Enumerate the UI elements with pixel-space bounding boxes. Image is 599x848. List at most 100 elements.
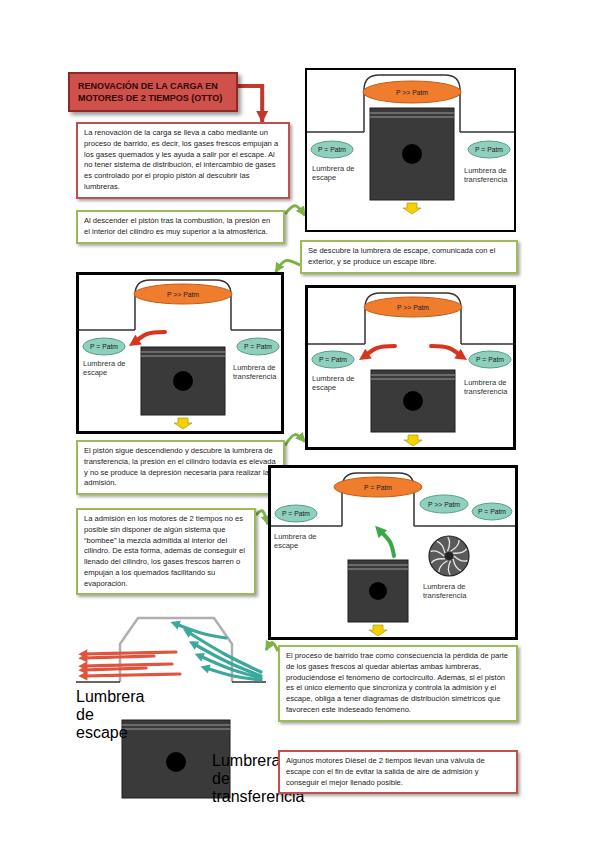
ellipse-shape (468, 141, 510, 158)
flow-connector (266, 643, 278, 652)
body-text: Algunos motores Diésel de 2 tiempos llev… (286, 756, 510, 788)
port-label: Lumbrera de escape (274, 532, 324, 550)
pressure-ellipse: P >> Patm (133, 283, 233, 305)
text-box: Se descubre la lumbrera de escape, comun… (300, 240, 518, 274)
flow-arrow (365, 346, 395, 356)
pump-blade (437, 541, 445, 553)
pump-blade (447, 537, 449, 551)
flow-arrow (84, 674, 180, 676)
flow-arrow (84, 664, 172, 666)
piston-motion-arrow (404, 435, 422, 446)
flow-arrow (431, 346, 461, 356)
piston (371, 370, 455, 432)
port-label: Lumbrera de transferencia (233, 363, 283, 381)
text-box: La admisión en los motores de 2 tiempos … (76, 508, 256, 595)
flow-connector (276, 260, 300, 272)
ellipse-shape (420, 495, 468, 513)
engine-panel: P >> Patm P = Patm P = PatmLumbrera de esc… (305, 285, 516, 450)
port-label: Lumbrera de escape (312, 164, 358, 182)
flow-arrowhead (195, 653, 205, 662)
pump-blade (439, 561, 448, 572)
flow-arrowhead (171, 621, 181, 630)
title-box: RENOVACIÓN DE LA CARGA EN MOTORES DE 2 T… (68, 72, 238, 112)
flow-arrowhead (200, 664, 210, 673)
pressure-ellipse: P = Patm (311, 350, 355, 369)
flow-arrowhead (454, 349, 467, 360)
pressure-label: P >> Patm (396, 89, 428, 96)
piston-ring (348, 569, 408, 570)
title-text: RENOVACIÓN DE LA CARGA EN MOTORES DE 2 T… (78, 80, 228, 104)
flow-arrowhead (375, 526, 387, 538)
piston (370, 108, 454, 200)
piston-motion-arrow (174, 418, 192, 429)
piston-pin (166, 752, 186, 772)
body-text: El proceso de barrido trae como consecue… (286, 651, 510, 716)
ellipse-shape (83, 338, 125, 355)
piston-pin (369, 582, 387, 600)
piston-ring (122, 725, 230, 726)
ellipse-shape (312, 351, 354, 368)
ellipse-shape (472, 503, 512, 520)
port-label: Lumbrera de transferencia (212, 752, 266, 806)
ellipse-shape (311, 141, 353, 158)
flow-arrow (194, 644, 261, 676)
engine-figure: Lumbrera de escapeLumbrera de transferen… (76, 612, 266, 802)
pressure-label: P = Patm (478, 508, 506, 515)
piston-motion-arrow (403, 203, 421, 214)
flow-arrowhead (189, 641, 199, 649)
piston-pin (403, 391, 423, 411)
pressure-label: P = Patm (318, 146, 346, 153)
engine-panel: P >> PatmP = PatmP = PatmLumbrera de esc… (76, 272, 284, 434)
pressure-ellipse: P = Patm (468, 350, 512, 369)
body-text: Se descubre la lumbrera de escape, comun… (308, 246, 510, 268)
piston-motion-arrow (369, 625, 387, 636)
piston (141, 347, 225, 415)
flow-arrowhead (78, 653, 87, 662)
flow-arrowhead (78, 665, 87, 674)
cylinder-head (365, 293, 461, 344)
pump-blade (454, 556, 467, 561)
engine-panel: P = PatmP = PatmP >> PatmP = PatmLumbrer… (268, 465, 518, 640)
piston-ring (141, 352, 225, 353)
piston-pin (402, 144, 422, 164)
flow-arrow (84, 656, 154, 658)
pressure-ellipse: P >> Patm (419, 494, 469, 514)
body-text: Al descender el pistón tras la combustió… (84, 216, 277, 238)
ellipse-shape (334, 477, 422, 497)
text-box: Al descender el pistón tras la combustió… (76, 210, 285, 244)
ellipse-shape (275, 505, 317, 522)
piston-ring (370, 117, 454, 118)
port-label: Lumbrera de escape (312, 374, 360, 392)
piston-ring (370, 113, 454, 114)
flow-arrow (176, 624, 226, 638)
pressure-ellipse: P = Patm (467, 140, 511, 159)
pump-hub (445, 552, 453, 560)
pressure-label: P >> Patm (397, 304, 429, 311)
pump-blade (453, 549, 467, 553)
pressure-label: P = Patm (364, 484, 392, 491)
engine-panel: P >> Patm P = Patm P = PatmLumbrera de esc… (305, 68, 516, 232)
text-box: La renovación de la carga se lleva a cab… (76, 122, 290, 199)
flow-connector (285, 435, 305, 446)
port-wall (79, 329, 281, 331)
port-label: Lumbrera de escape (76, 688, 118, 742)
piston-ring (371, 375, 455, 376)
piston-ring (371, 379, 455, 380)
pressure-label: P = Patm (476, 356, 504, 363)
text-box: El proceso de barrido trae como consecue… (278, 645, 518, 722)
pump-housing (429, 536, 469, 576)
pump-blade (448, 561, 450, 575)
pressure-label: P = Patm (90, 343, 118, 350)
ellipse-shape (364, 297, 462, 317)
flow-connector (238, 86, 262, 122)
pressure-ellipse: P = Patm (471, 502, 513, 521)
flow-arrow (206, 668, 261, 680)
port-wall (271, 525, 515, 527)
pressure-label: P = Patm (319, 356, 347, 363)
pressure-ellipse: P = Patm (82, 337, 126, 356)
pressure-label: P = Patm (475, 146, 503, 153)
ellipse-shape (237, 338, 279, 355)
pressure-ellipse: P >> Patm (362, 80, 462, 104)
pressure-ellipse: P >> Patm (363, 296, 463, 318)
